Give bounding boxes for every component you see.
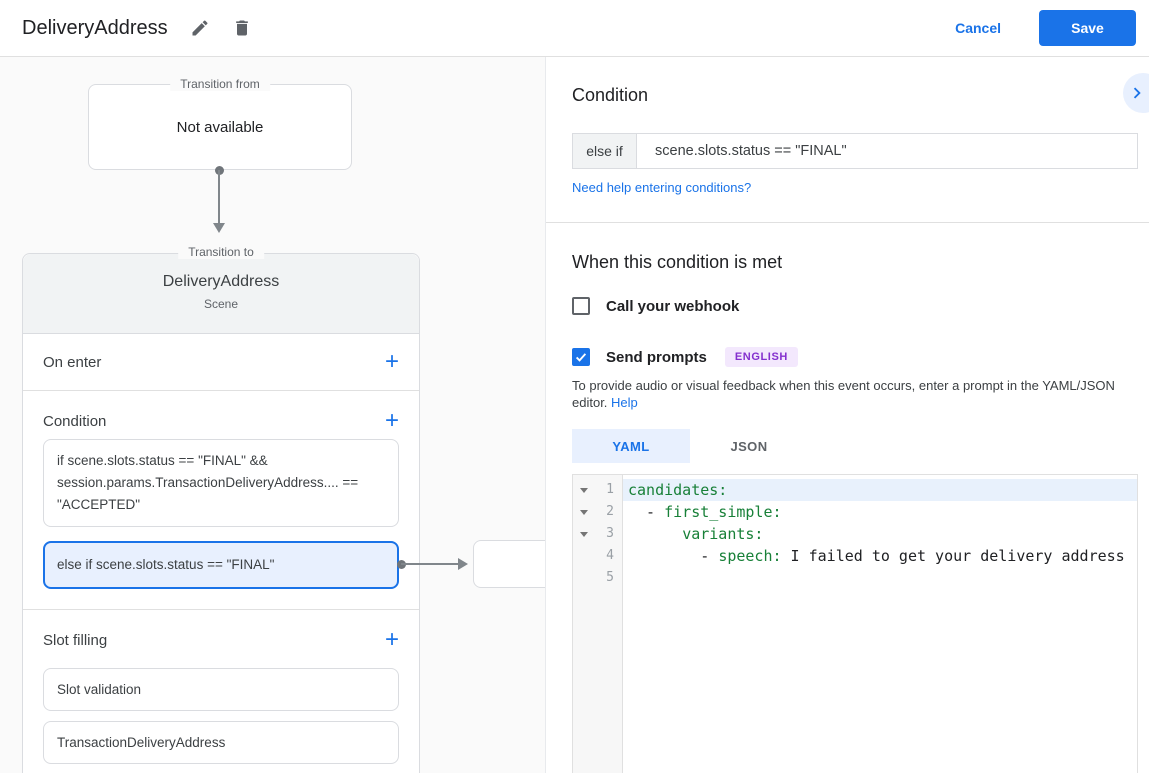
slot-item[interactable]: TransactionDeliveryAddress xyxy=(43,721,399,764)
code-line[interactable]: - speech: I failed to get your delivery … xyxy=(623,545,1137,567)
gutter-cell: 3 xyxy=(573,523,622,545)
scene-diagram-panel: Transition from Not available Transition… xyxy=(0,57,545,773)
when-condition-heading: When this condition is met xyxy=(572,252,783,272)
transition-to-label: Transition to xyxy=(178,245,264,259)
fold-caret-icon[interactable] xyxy=(580,510,588,515)
edit-icon[interactable] xyxy=(190,18,210,38)
call-webhook-checkbox[interactable] xyxy=(572,297,590,315)
send-prompts-row: Send prompts ENGLISH xyxy=(572,347,798,367)
hint-text-line2: editor. xyxy=(572,395,608,410)
scene-title: DeliveryAddress xyxy=(162,273,280,290)
condition-prefix: else if xyxy=(573,134,637,168)
code-line[interactable] xyxy=(623,567,1137,589)
yaml-key: first_simple: xyxy=(664,503,782,521)
transition-from-label: Transition from xyxy=(170,77,270,91)
send-prompts-checkbox[interactable] xyxy=(572,348,590,366)
fold-caret-icon[interactable] xyxy=(580,488,588,493)
yaml-indent xyxy=(628,525,682,543)
add-on-enter-icon[interactable]: + xyxy=(384,348,399,375)
condition-item-selected[interactable]: else if scene.slots.status == "FINAL" xyxy=(43,541,399,589)
help-link[interactable]: Help xyxy=(611,395,638,410)
yaml-key: candidates: xyxy=(628,481,728,499)
slot-filling-section-head: Slot filling + xyxy=(43,622,399,658)
slot-filling-label: Slot filling xyxy=(43,631,108,649)
yaml-key: variants: xyxy=(682,525,764,543)
line-number: 4 xyxy=(606,548,614,563)
editor-tabs: YAML JSON xyxy=(572,429,808,463)
top-bar: DeliveryAddress Cancel Save xyxy=(0,0,1149,57)
call-webhook-label: Call your webhook xyxy=(606,297,740,315)
scene-card-header: DeliveryAddress Scene xyxy=(23,254,419,334)
connector-line-vertical xyxy=(218,170,220,224)
language-badge: ENGLISH xyxy=(724,347,798,367)
transition-target-box[interactable] xyxy=(473,540,545,588)
slot-item[interactable]: Slot validation xyxy=(43,668,399,711)
cancel-button[interactable]: Cancel xyxy=(955,20,1001,36)
scene-subtitle: Scene xyxy=(203,297,239,311)
gutter-cell: 4 xyxy=(573,545,622,567)
transition-from-content: Not available xyxy=(176,118,264,136)
transition-from-box[interactable]: Transition from Not available xyxy=(88,77,352,170)
on-enter-label: On enter xyxy=(43,353,102,371)
condition-editor-panel: Condition else if scene.slots.status == … xyxy=(545,57,1149,773)
condition-item[interactable]: if scene.slots.status == "FINAL" && sess… xyxy=(43,439,399,527)
editor-gutter: 1 2 3 4 5 xyxy=(573,475,623,773)
code-line[interactable]: - first_simple: xyxy=(623,501,1137,523)
trash-icon[interactable] xyxy=(232,18,252,38)
gutter-cell: 2 xyxy=(573,501,622,523)
transition-to-card: Transition to DeliveryAddress Scene On e… xyxy=(22,245,420,773)
fold-caret-icon[interactable] xyxy=(580,532,588,537)
add-condition-icon[interactable]: + xyxy=(384,407,399,434)
connector-line-horizontal xyxy=(401,563,459,565)
condition-label: Condition xyxy=(43,412,107,430)
panel-divider xyxy=(546,222,1149,223)
panel-heading-condition: Condition xyxy=(572,85,649,105)
condition-value-input[interactable]: scene.slots.status == "FINAL" xyxy=(655,143,847,159)
yaml-value: I failed to get your delivery address xyxy=(781,547,1125,565)
checkmark-icon xyxy=(575,353,587,362)
page-title: DeliveryAddress xyxy=(22,16,168,39)
line-number: 5 xyxy=(606,570,614,585)
line-number: 1 xyxy=(606,482,614,497)
condition-section-head: Condition + xyxy=(43,403,399,439)
condition-section: Condition + if scene.slots.status == "FI… xyxy=(23,391,419,610)
code-line-active[interactable]: candidates: xyxy=(623,479,1137,501)
arrowhead-down-icon xyxy=(213,223,225,233)
tab-yaml[interactable]: YAML xyxy=(572,429,690,463)
save-button[interactable]: Save xyxy=(1039,10,1136,46)
yaml-key: speech: xyxy=(718,547,782,565)
gutter-cell: 1 xyxy=(573,479,622,501)
line-number: 3 xyxy=(606,526,614,541)
add-slot-icon[interactable]: + xyxy=(384,626,399,653)
gutter-cell: 5 xyxy=(573,567,622,589)
on-enter-row: On enter + xyxy=(23,334,419,391)
slot-filling-section: Slot filling + Slot validation Transacti… xyxy=(23,610,419,764)
call-webhook-row: Call your webhook xyxy=(572,297,739,315)
tab-json[interactable]: JSON xyxy=(730,438,768,454)
collapse-panel-button[interactable] xyxy=(1123,73,1149,113)
code-line[interactable]: variants: xyxy=(623,523,1137,545)
line-number: 2 xyxy=(606,504,614,519)
yaml-dash: - xyxy=(628,503,665,521)
conditions-help-link[interactable]: Need help entering conditions? xyxy=(572,180,752,195)
condition-input-row: else if scene.slots.status == "FINAL" xyxy=(572,133,1138,169)
yaml-code-editor[interactable]: 1 2 3 4 5 candidates: - first_simple: va… xyxy=(572,474,1138,773)
code-area[interactable]: candidates: - first_simple: variants: - … xyxy=(623,475,1137,773)
hint-text-line1: To provide audio or visual feedback when… xyxy=(572,378,1115,393)
chevron-right-icon xyxy=(1133,87,1141,99)
editor-hint-text: To provide audio or visual feedback when… xyxy=(572,377,1138,411)
arrowhead-right-icon xyxy=(458,558,468,570)
yaml-dash: - xyxy=(628,547,719,565)
send-prompts-label: Send prompts xyxy=(606,348,707,366)
